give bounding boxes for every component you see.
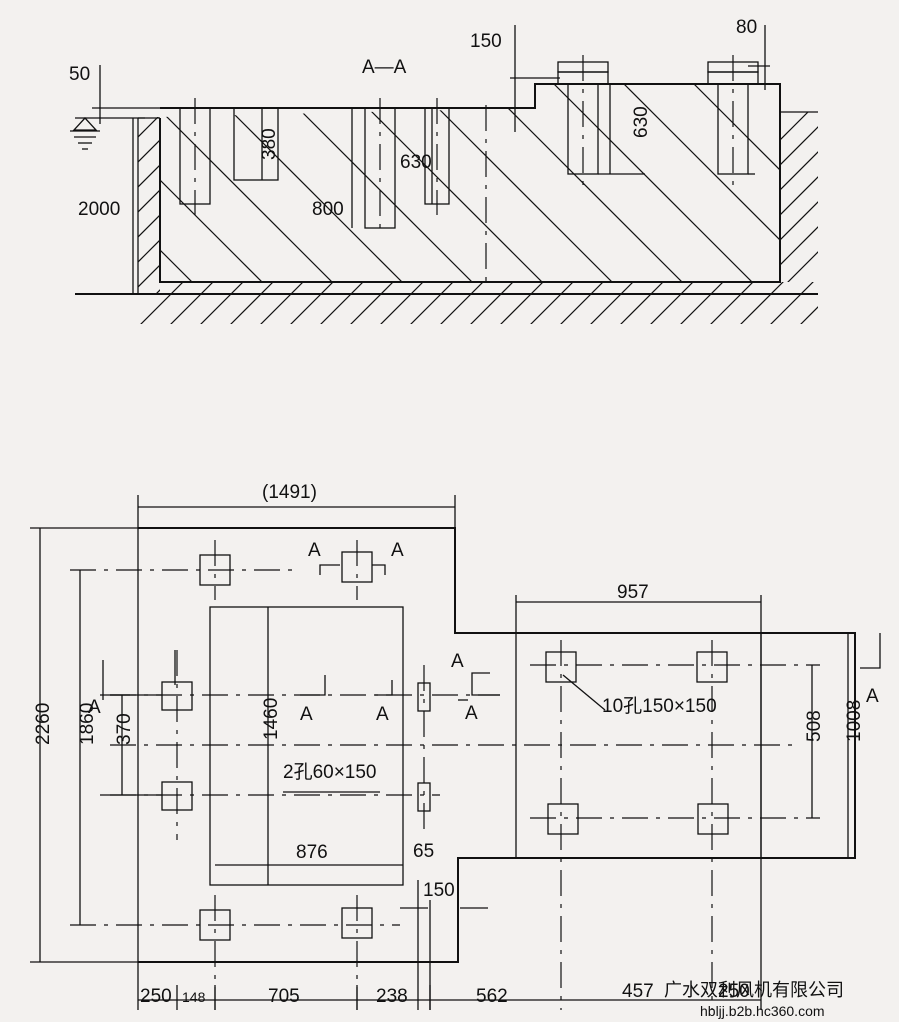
- dim-bottom-562: 562: [476, 986, 508, 1007]
- dim-2260: 2260: [33, 703, 54, 745]
- section-mark-a: A: [376, 704, 389, 725]
- watermark-company: 广水双利风机有限公司: [664, 980, 844, 1000]
- watermark-site: hbljj.b2b.hc360.com: [700, 1003, 825, 1019]
- dim-508: 508: [804, 710, 825, 742]
- dim-1460: 1460: [261, 698, 282, 740]
- dim-bottom-250-right: 250: [718, 981, 750, 1002]
- dim-65: 65: [413, 841, 434, 862]
- section-mark-a: A: [465, 703, 478, 724]
- dim-bottom-250: 250: [140, 986, 172, 1007]
- dim-150-top: 150: [470, 31, 502, 52]
- dim-50: 50: [69, 64, 90, 85]
- dim-1008: 1008: [844, 700, 865, 742]
- section-mark-a: A: [451, 651, 464, 672]
- dim-380: 380: [259, 128, 280, 160]
- soil-hatch-bottom: [140, 282, 818, 324]
- dim-bottom-238: 238: [376, 986, 408, 1007]
- section-title: A—A: [362, 57, 407, 78]
- hole: [697, 803, 729, 835]
- hole: [547, 803, 579, 835]
- dim-370: 370: [114, 713, 135, 745]
- concrete-hatch: [160, 84, 780, 282]
- plan-view: (1491) 957 2260 1860 370 1460 508 1008 8…: [30, 482, 881, 1010]
- dim-1491: (1491): [262, 482, 317, 503]
- dim-150: 150: [423, 880, 455, 901]
- soil-hatch-left: [138, 117, 160, 294]
- soil-hatch-right: [780, 112, 818, 282]
- section-mark-a: A: [391, 540, 404, 561]
- note-2-holes: 2孔60×150: [283, 761, 377, 783]
- dim-957: 957: [617, 582, 649, 603]
- section-mark-a: A: [300, 704, 313, 725]
- section-mark-a: A: [308, 540, 321, 561]
- level-symbol: [72, 117, 98, 131]
- dim-630-right: 630: [631, 106, 652, 138]
- dim-bottom-705: 705: [268, 986, 300, 1007]
- dim-630-left: 630: [400, 152, 432, 173]
- dim-2000: 2000: [78, 199, 120, 220]
- dim-bottom-148: 148: [182, 989, 206, 1005]
- section-view: 50 2000 380 800 630 150 630 80 A—A: [69, 17, 818, 324]
- section-mark-a: A: [866, 686, 879, 707]
- inner-block: [209, 606, 404, 886]
- dim-bottom-457: 457: [622, 981, 654, 1002]
- dim-800: 800: [312, 199, 344, 220]
- section-mark-a: A: [88, 697, 101, 718]
- dim-1860: 1860: [77, 703, 98, 745]
- note-10-holes: 10孔150×150: [602, 695, 717, 717]
- dim-876: 876: [296, 842, 328, 863]
- dim-80: 80: [736, 17, 757, 38]
